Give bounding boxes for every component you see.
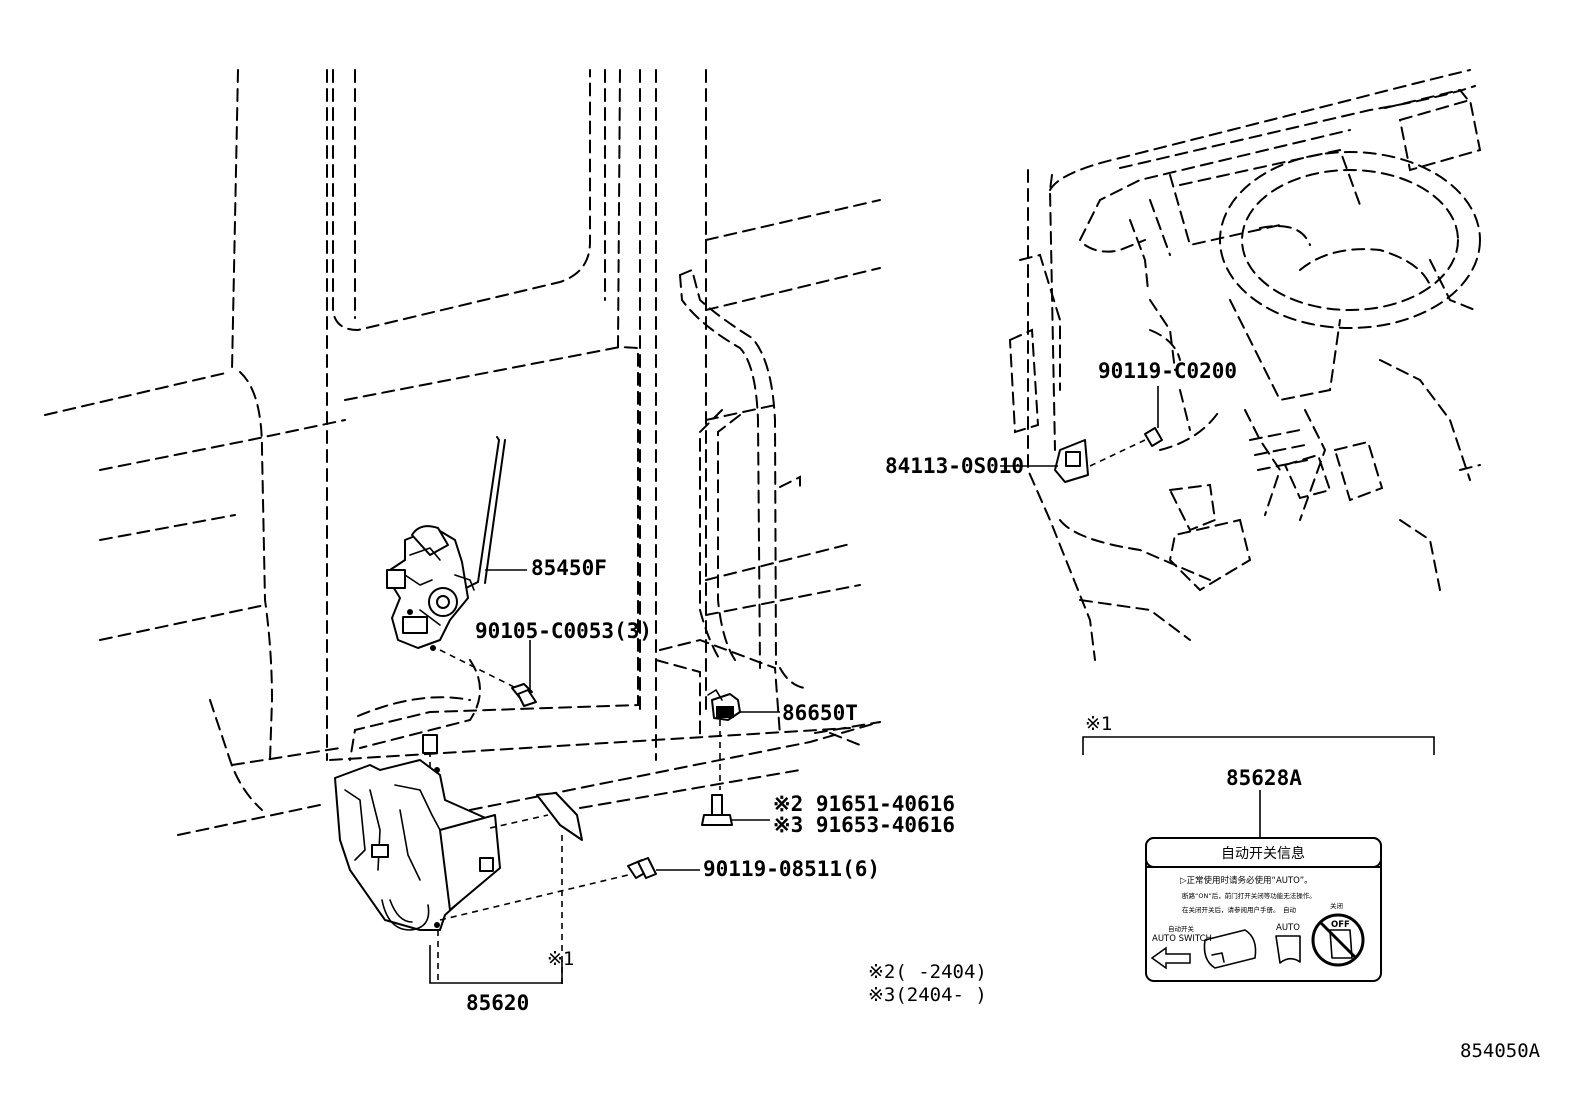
- prohibited-off-icon: OFF: [1311, 913, 1365, 967]
- van-body-outline: [44, 69, 881, 836]
- label-group-bracket: [1082, 736, 1435, 838]
- switch-knob-icon: [1203, 929, 1257, 969]
- callout-90119-08511: 90119-08511(6): [703, 857, 880, 881]
- callout-note1-mark: ※1: [547, 948, 574, 970]
- auto-text: AUTO: [1276, 923, 1300, 933]
- arrow-left-icon: [1150, 946, 1191, 970]
- footnote-3: ※3(2404- ): [868, 984, 987, 1006]
- screw-91651: [701, 794, 770, 826]
- label-plate: 自动开关信息 ▷正常使用时请务必使用“AUTO”。 断路“ON”后，前门打开关闭…: [1145, 837, 1382, 982]
- callout-86650T: 86650T: [782, 701, 858, 725]
- auto-switch-cn: 自动开关: [1168, 924, 1195, 933]
- label-line-2: 断路“ON”后，前门打开关闭等功能无法操作。: [1182, 891, 1316, 900]
- callout-90105-C0053: 90105-C0053(3): [475, 619, 652, 643]
- switch-86650T: [707, 689, 780, 790]
- auto-cn: 自动: [1283, 905, 1297, 914]
- callout-90119-C0200: 90119-C0200: [1098, 359, 1237, 383]
- label-line-1: ▷正常使用时请务必使用“AUTO”。: [1180, 875, 1313, 886]
- callout-91653-40616: ※3 91653-40616: [773, 813, 955, 837]
- callout-group-mark: ※1: [1085, 713, 1112, 735]
- auto-switch-text: AUTO SWITCH: [1152, 934, 1212, 944]
- door-lock-assembly: [334, 734, 629, 985]
- callout-85450F: 85450F: [531, 556, 607, 580]
- callout-85620: 85620: [466, 991, 529, 1015]
- bolt-90105: [511, 640, 537, 707]
- off-cn: 关闭: [1330, 901, 1343, 910]
- callout-84113-0S010: 84113-0S010: [885, 454, 1024, 478]
- off-text: OFF: [1331, 920, 1350, 930]
- bolt-90119-08511: [627, 857, 700, 879]
- diagram-code: 854050A: [1460, 1040, 1541, 1062]
- callout-85628A: 85628A: [1226, 766, 1302, 790]
- auto-position-icon: [1275, 935, 1301, 964]
- label-title: 自动开关信息: [1221, 845, 1305, 862]
- label-line-3: 在关闭开关后，请参阅用户手册。: [1182, 905, 1280, 914]
- cabin-outline: [1000, 69, 1482, 661]
- callout-91651-40616: ※2 91651-40616: [773, 792, 955, 816]
- door-closer-motor: [386, 436, 521, 691]
- footnote-2: ※2( -2404): [868, 961, 987, 983]
